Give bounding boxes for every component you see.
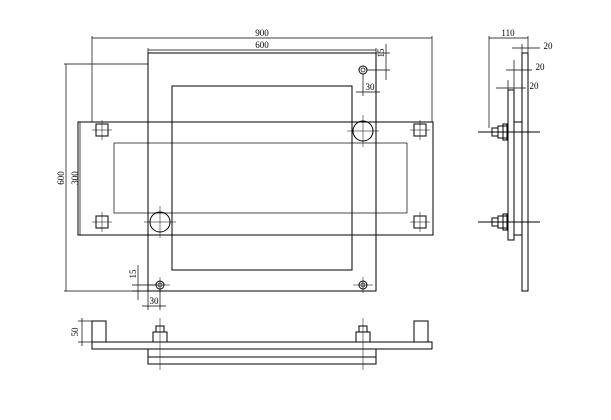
dim-inner-width-label: 600 [255, 40, 269, 50]
dim-thickness-a: 20 [512, 41, 553, 53]
slot-window [113, 142, 408, 214]
dim-hole-offset-bottom: 15 [128, 265, 156, 300]
side-spacer [513, 121, 523, 236]
tall-plate [147, 52, 377, 292]
square-hole-top-left [92, 120, 112, 140]
dim-hole-offset-top: 15 [367, 44, 390, 80]
dim-thickness-c-label: 20 [530, 81, 540, 91]
dim-depth: 110 [488, 28, 529, 128]
dim-hole-offset-side-top-label: 30 [366, 82, 376, 92]
dim-thickness-b: 20 [506, 60, 545, 122]
bottom-wide-plate [91, 341, 433, 350]
large-round-hole-left [144, 206, 176, 238]
outer-plate [77, 121, 434, 236]
small-hole-top-right [358, 65, 368, 75]
dim-thickness-b-label: 20 [536, 62, 546, 72]
dim-overall-width: 900 [91, 28, 433, 122]
side-back-plate [521, 52, 529, 292]
dim-hole-offset-side-top: 30 [356, 70, 380, 96]
dim-bottom-height: 50 [70, 318, 92, 346]
small-hole-bottom-right [353, 277, 373, 293]
bottom-bolt-left [152, 318, 168, 370]
bottom-spacer [147, 348, 377, 358]
inner-window [171, 85, 353, 271]
dim-overall-height-label: 600 [56, 171, 66, 185]
dim-overall-width-label: 900 [255, 28, 269, 38]
dim-thickness-a-label: 20 [544, 41, 554, 51]
large-round-hole-right [347, 115, 379, 147]
bottom-block-right [413, 320, 429, 343]
square-hole-top-right [410, 120, 430, 140]
square-hole-bottom-left [92, 212, 112, 232]
front-view: 900 600 600 300 15 [56, 28, 434, 310]
side-bolt-bottom [478, 213, 540, 231]
dim-bottom-height-label: 50 [70, 327, 80, 337]
square-hole-bottom-right [410, 212, 430, 232]
side-bolt-top [478, 123, 540, 141]
dim-thickness-c: 20 [496, 80, 539, 91]
dim-inner-height-label: 300 [70, 171, 80, 185]
bottom-view: 50 [70, 318, 433, 370]
dim-hole-offset-side-bottom: 30 [142, 289, 166, 310]
side-front-plate [507, 89, 515, 241]
dim-hole-offset-side-bottom-label: 30 [150, 296, 160, 306]
bottom-bolt-right [355, 318, 371, 370]
dim-inner-width: 600 [147, 40, 377, 53]
bottom-block-left [91, 320, 107, 343]
dim-inner-height: 300 [70, 122, 81, 235]
bottom-tall-plate [147, 356, 377, 365]
dim-depth-label: 110 [501, 28, 515, 38]
dim-hole-offset-bottom-label: 15 [128, 269, 138, 279]
dim-hole-offset-top-label: 15 [376, 48, 386, 58]
side-view: 110 20 20 20 [478, 28, 553, 292]
